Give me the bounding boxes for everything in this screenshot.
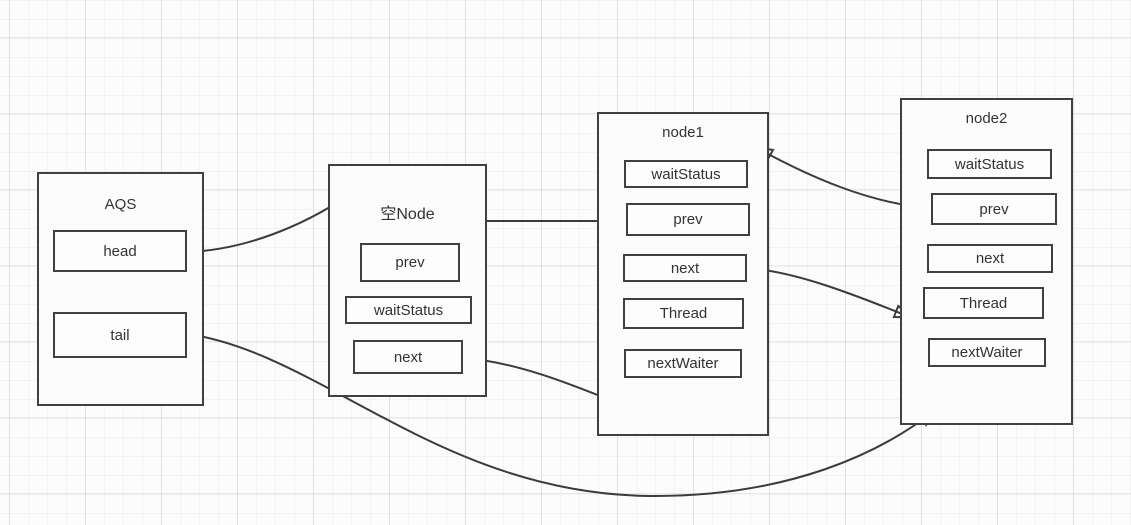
node-box-empty-node: 空Node prev waitStatus next [328,164,487,397]
edge-tail-to-node2 [186,333,934,498]
node-title-node1: node1 [662,124,704,141]
field-node1-prev: prev [626,203,750,236]
node-title-aqs: AQS [104,196,137,213]
node-title-node2: node2 [965,110,1008,127]
field-node1-thread: Thread [623,298,744,329]
field-node1-nextwaiter: nextWaiter [624,349,742,378]
node-box-node2: node2 waitStatus prev next Thread nextWa… [900,98,1073,425]
edge-head-to-empty-node [186,197,346,253]
field-empty-node-waitstatus: waitStatus [345,296,472,324]
edge-node1-next-to-node2 [746,267,910,317]
node-box-aqs: AQS head tail [37,172,204,406]
node-box-node1: node1 waitStatus prev next Thread nextWa… [597,112,769,436]
field-node2-prev: prev [931,193,1057,225]
field-node2-thread: Thread [923,287,1044,319]
field-aqs-head: head [53,230,187,272]
field-node2-waitstatus: waitStatus [927,149,1052,179]
field-node2-next: next [927,244,1053,273]
field-empty-node-prev: prev [360,243,460,282]
field-node2-nextwaiter: nextWaiter [928,338,1046,367]
field-aqs-tail: tail [53,312,187,358]
field-node1-next: next [623,254,747,282]
node-title-empty-node: 空Node [380,206,435,223]
field-node1-waitstatus: waitStatus [624,160,748,188]
field-empty-node-next: next [353,340,463,374]
